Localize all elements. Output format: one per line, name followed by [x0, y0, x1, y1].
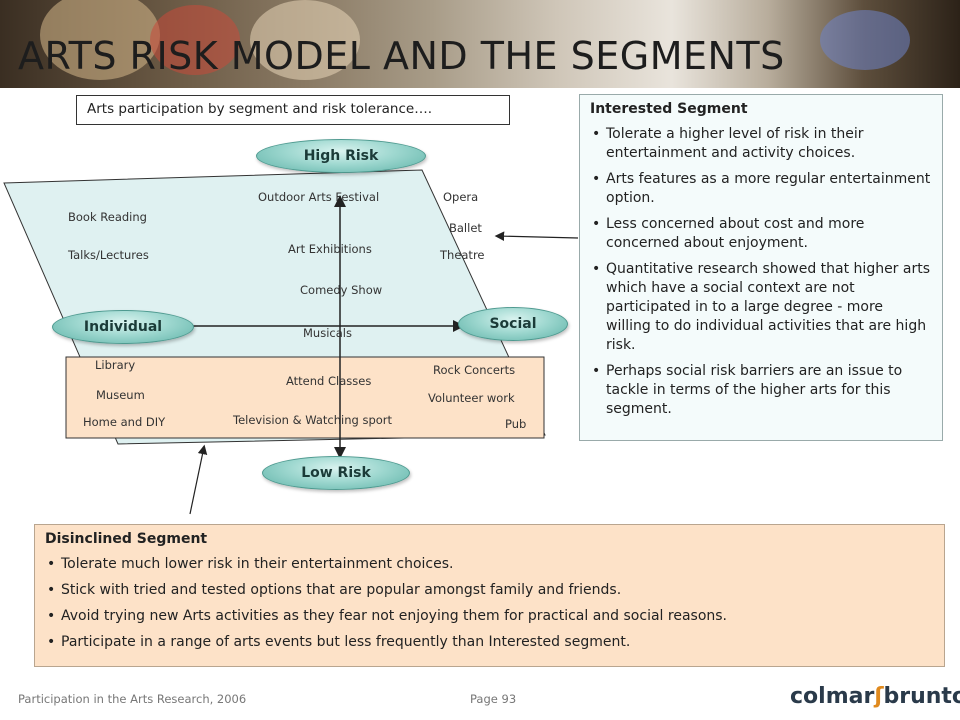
activity-label: Book Reading: [68, 210, 147, 224]
individual-label: Individual: [52, 310, 194, 344]
activity-label: Museum: [96, 388, 145, 402]
activity-label: Art Exhibitions: [288, 242, 372, 256]
page-title: ARTS RISK MODEL AND THE SEGMENTS: [18, 34, 785, 78]
interested-bullet: Less concerned about cost and more conce…: [590, 215, 932, 253]
banner-photo-shape: [820, 10, 910, 70]
logo-swoosh-icon: ʃ: [874, 684, 884, 709]
disinclined-heading: Disinclined Segment: [45, 531, 208, 547]
disinclined-region: [65, 356, 545, 439]
disinclined-bullet: Avoid trying new Arts activities as they…: [45, 608, 934, 625]
activity-label: Attend Classes: [286, 374, 372, 388]
activity-label: Volunteer work: [428, 391, 515, 405]
disinclined-pointer-arrow: [189, 444, 208, 515]
diagram-caption: Arts participation by segment and risk t…: [76, 95, 510, 125]
high-risk-label: High Risk: [256, 139, 426, 173]
banner-photo-shape: [40, 0, 160, 80]
activity-label: Comedy Show: [300, 283, 383, 297]
disinclined-segment-panel: Disinclined Segment Tolerate much lower …: [34, 524, 945, 667]
interested-pointer-arrow: [494, 231, 579, 241]
interested-bullet: Quantitative research showed that higher…: [590, 260, 932, 355]
activity-label: Television & Watching sport: [233, 413, 393, 427]
disinclined-bullet: Participate in a range of arts events bu…: [45, 634, 934, 651]
activity-label: Opera: [443, 190, 479, 204]
banner-photo-shape: [150, 5, 240, 75]
activity-label: Theatre: [440, 248, 485, 262]
activity-label: Home and DIY: [83, 415, 166, 429]
interested-bullet: Arts features as a more regular entertai…: [590, 170, 932, 208]
interested-segment-panel: Interested Segment Tolerate a higher lev…: [579, 94, 943, 441]
activity-label: Outdoor Arts Festival: [258, 190, 380, 204]
banner-photo-shape: [250, 0, 360, 80]
interested-bullet: Tolerate a higher level of risk in their…: [590, 125, 932, 163]
logo-text-part2: brunton: [883, 684, 960, 709]
colmar-brunton-logo: colmarʃbrunton: [790, 684, 960, 709]
activity-label: Rock Concerts: [433, 363, 516, 377]
activity-label: Pub: [505, 417, 527, 431]
footer-source: Participation in the Arts Research, 2006: [18, 692, 247, 706]
activity-label: Ballet: [449, 221, 482, 235]
logo-text-part1: colmar: [790, 684, 875, 709]
activity-label: Musicals: [303, 326, 352, 340]
interested-bullet: Perhaps social risk barriers are an issu…: [590, 362, 932, 419]
header-banner: [0, 0, 960, 88]
interested-heading: Interested Segment: [590, 101, 748, 117]
disinclined-bullet: Tolerate much lower risk in their entert…: [45, 556, 934, 573]
low-risk-label: Low Risk: [262, 456, 410, 490]
activity-label: Talks/Lectures: [68, 248, 149, 262]
footer-page-number: Page 93: [470, 692, 517, 706]
social-label: Social: [458, 307, 568, 341]
activity-label: Library: [95, 358, 136, 372]
disinclined-bullet: Stick with tried and tested options that…: [45, 582, 934, 599]
